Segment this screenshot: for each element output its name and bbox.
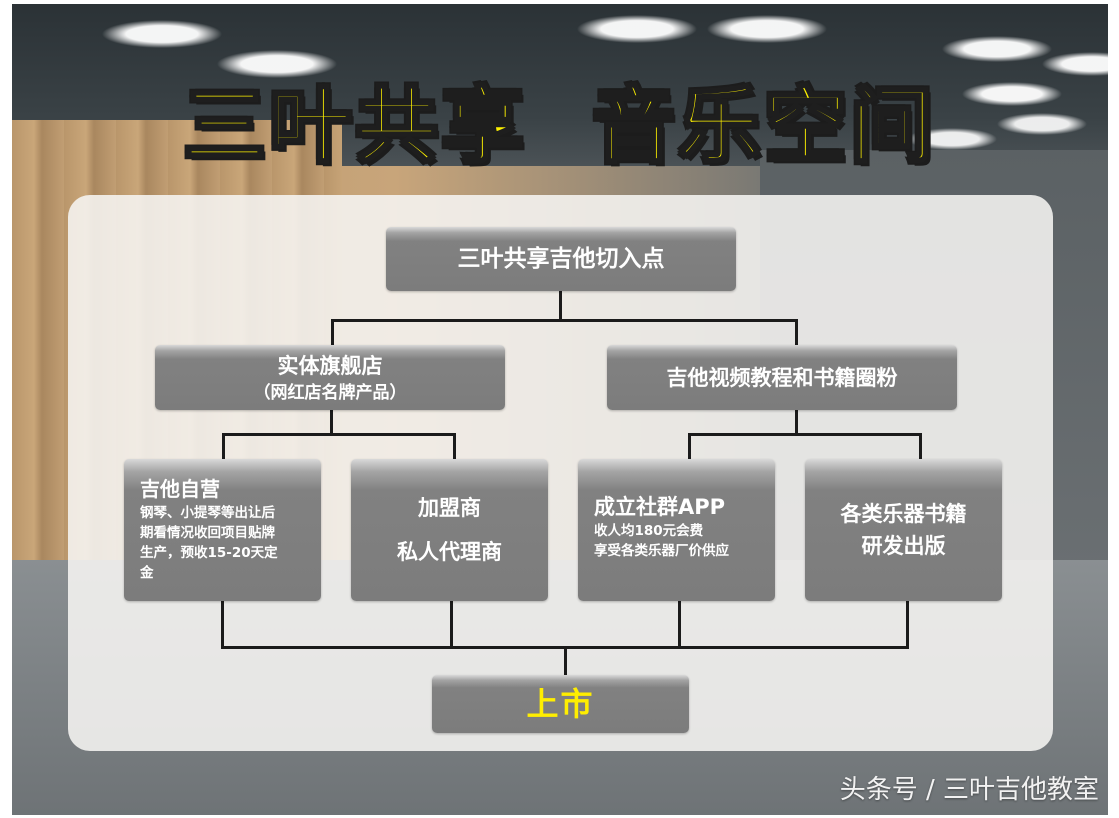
node-sublabel: （网红店名牌产品）: [253, 382, 407, 403]
node-label: 加盟商: [418, 496, 481, 520]
root-node-label: 三叶共享吉他切入点: [457, 246, 665, 272]
connector: [678, 600, 681, 648]
connector: [564, 646, 567, 676]
node-label: 成立社群APP: [594, 495, 726, 519]
node-community-app: 成立社群APP 收人均180元会费 享受各类乐器厂价供应: [578, 459, 775, 601]
connector: [331, 319, 334, 346]
node-label: 各类乐器书籍: [840, 502, 967, 526]
watermark: 头条号 / 三叶吉他教室: [839, 775, 1099, 805]
node-line: 享受各类乐器厂价供应: [594, 543, 729, 559]
connector: [222, 433, 225, 460]
node-guitar-self-operated: 吉他自营 钢琴、小提琴等出让后 期看情况收回项目贴牌 生产，预收15-20天定 …: [124, 459, 321, 601]
node-line: 收人均180元会费: [594, 523, 704, 539]
connector: [795, 410, 798, 435]
node-franchisee: 加盟商 私人代理商: [351, 459, 548, 601]
root-node: 三叶共享吉他切入点: [386, 227, 736, 291]
node-line: 金: [140, 565, 154, 581]
node-label: 吉他自营: [140, 477, 220, 501]
connector: [906, 600, 909, 648]
connector: [222, 433, 456, 436]
connector: [559, 290, 562, 321]
node-label: 上市: [526, 685, 595, 723]
node-label: 实体旗舰店: [277, 353, 383, 378]
connector: [331, 319, 797, 322]
node-line: 生产，预收15-20天定: [140, 545, 278, 561]
node-line: 期看情况收回项目贴牌: [140, 525, 275, 541]
connector: [795, 319, 798, 346]
node-label-2: 私人代理商: [397, 540, 502, 564]
node-book-publishing: 各类乐器书籍 研发出版: [805, 459, 1002, 601]
node-label: 吉他视频教程和书籍圈粉: [666, 365, 898, 390]
node-line: 钢琴、小提琴等出让后: [140, 505, 275, 521]
node-video-tutorials: 吉他视频教程和书籍圈粉: [607, 345, 957, 410]
page-title: 三叶共享 音乐空间: [182, 77, 937, 175]
node-label-2: 研发出版: [861, 534, 946, 558]
node-flagship-store: 实体旗舰店 （网红店名牌产品）: [155, 345, 505, 410]
connector: [688, 433, 922, 436]
connector: [330, 410, 333, 435]
connector: [688, 433, 691, 460]
connector: [450, 600, 453, 648]
node-ipo: 上市: [432, 675, 689, 733]
connector: [221, 600, 224, 648]
connector: [919, 433, 922, 460]
connector: [453, 433, 456, 460]
